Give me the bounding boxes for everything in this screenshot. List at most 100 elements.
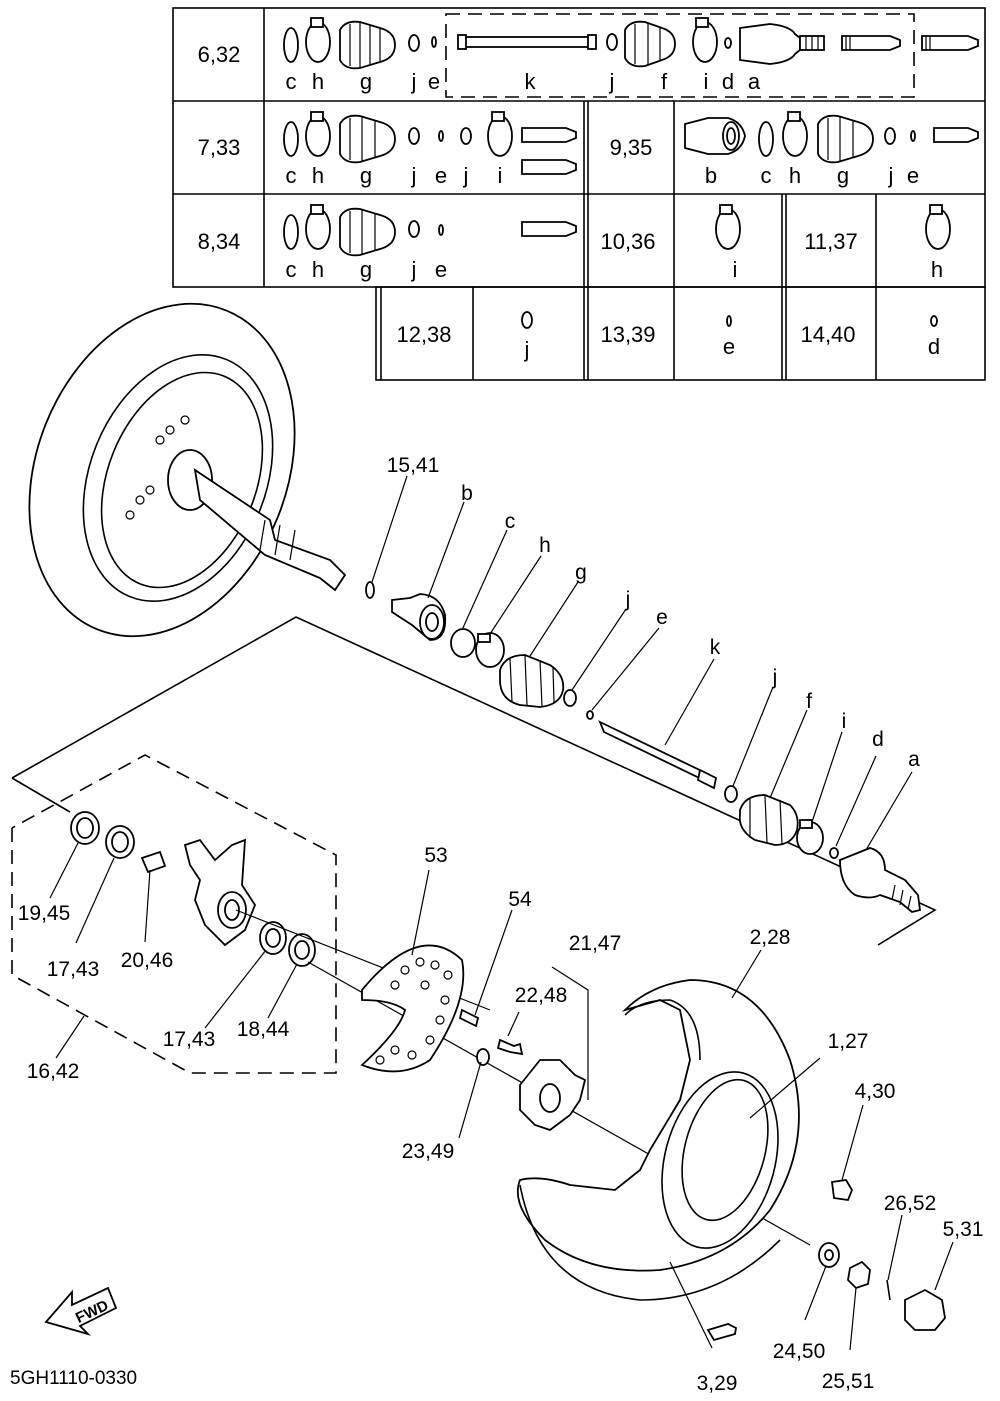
callout-26-52: 26,52 — [884, 1192, 937, 1215]
svg-text:j: j — [411, 163, 417, 188]
svg-text:g: g — [360, 163, 372, 188]
boot-icon — [339, 20, 396, 70]
kit-row2-letters: c h g j e j i b c h g j e — [286, 163, 920, 188]
circlip-icon — [283, 27, 299, 63]
callout-22-48: 22,48 — [515, 984, 568, 1007]
diagram-code: 5GH1110-0330 — [10, 1368, 137, 1389]
rear-wheel-assembly — [28, 302, 347, 638]
svg-text:j: j — [463, 163, 469, 188]
knuckle-group — [11, 754, 337, 1074]
svg-text:c: c — [286, 163, 297, 188]
callout-3-29: 3,29 — [697, 1372, 738, 1395]
callout-b: b — [461, 482, 473, 505]
svg-text:g: g — [360, 257, 372, 282]
callout-17-43a: 17,43 — [47, 958, 100, 981]
callout-20-46: 20,46 — [121, 949, 174, 972]
callout-19-45: 19,45 — [18, 902, 71, 925]
callout-16-42: 16,42 — [27, 1060, 80, 1083]
callout-i: i — [842, 710, 847, 733]
svg-text:d: d — [722, 69, 734, 94]
kit-row1-parts — [283, 17, 979, 70]
callout-f: f — [806, 690, 812, 713]
svg-text:b: b — [705, 163, 717, 188]
svg-text:g: g — [360, 69, 372, 94]
callout-21-47: 21,47 — [569, 932, 622, 955]
callout-5-31: 5,31 — [943, 1218, 984, 1241]
kit-row1-refs: 6,32 — [198, 42, 241, 67]
svg-text:i: i — [704, 69, 709, 94]
callout-23-49: 23,49 — [402, 1140, 455, 1163]
svg-text:e: e — [435, 257, 447, 282]
callout-15-41: 15,41 — [387, 454, 440, 477]
kit-table: 6,32 7,33 9,35 8,34 10,36 11,37 12,38 13… — [172, 7, 986, 381]
callout-18-44: 18,44 — [237, 1018, 290, 1041]
svg-text:a: a — [748, 69, 761, 94]
kit-row1-letters: c h g j e k j f i d a — [286, 69, 761, 94]
callout-53: 53 — [424, 844, 447, 867]
callout-a: a — [908, 748, 920, 771]
callout-17-43b: 17,43 — [163, 1028, 216, 1051]
grease-tube-icon — [921, 35, 979, 51]
callout-24-50: 24,50 — [773, 1340, 826, 1363]
svg-text:h: h — [312, 69, 324, 94]
kit-row3-extra1-refs: 10,36 — [600, 229, 655, 254]
callout-j: j — [625, 588, 631, 611]
kit-row4-letters: j e d — [524, 334, 941, 362]
small-band-icon — [408, 34, 420, 52]
drive-shaft-exploded — [11, 581, 937, 946]
fwd-arrow-icon: FWD — [44, 1286, 118, 1336]
kit-row3-refs: 8,34 — [198, 229, 241, 254]
svg-text:c: c — [286, 257, 297, 282]
svg-text:f: f — [661, 69, 668, 94]
kit-row4-extra1-refs: 12,38 — [396, 322, 451, 347]
svg-text:j: j — [411, 69, 417, 94]
kit-row3-parts — [283, 204, 951, 257]
svg-text:k: k — [525, 69, 537, 94]
band-icon — [305, 21, 331, 63]
outer-joint-icon — [739, 23, 801, 65]
callout-labels: 15,41 b c h g j e k j f i d a 53 54 21,4… — [18, 454, 984, 1395]
kit-row3-extra2-refs: 11,37 — [804, 229, 857, 254]
svg-text:j: j — [411, 257, 417, 282]
shaft-icon — [461, 36, 593, 48]
callout-54: 54 — [508, 888, 532, 911]
kit-row4-extra3-refs: 14,40 — [800, 322, 855, 347]
kit-row2-parts — [283, 111, 979, 175]
callout-2-28: 2,28 — [750, 926, 791, 949]
leader-lines — [49, 475, 954, 1351]
callout-k: k — [710, 636, 721, 659]
callout-h: h — [539, 534, 551, 557]
callout-25-51: 25,51 — [822, 1370, 875, 1393]
callout-j2: j — [772, 666, 778, 689]
clip-icon — [431, 36, 437, 48]
callout-1-27: 1,27 — [828, 1030, 869, 1053]
callout-e: e — [656, 606, 668, 629]
svg-text:j: j — [609, 69, 615, 94]
kit-row2-right-refs: 9,35 — [610, 135, 653, 160]
kit-row4-parts — [521, 311, 938, 329]
svg-text:h: h — [312, 163, 324, 188]
kit-row3-letters: c h g j e i h — [286, 257, 944, 282]
callout-d: d — [872, 728, 884, 751]
callout-4-30: 4,30 — [855, 1080, 896, 1103]
front-wheel — [516, 979, 800, 1301]
callout-c: c — [505, 510, 516, 533]
grease-tube-icon — [841, 35, 901, 51]
brake-disc — [360, 944, 465, 1073]
svg-text:e: e — [907, 163, 919, 188]
svg-text:j: j — [888, 163, 894, 188]
svg-text:c: c — [761, 163, 772, 188]
svg-text:c: c — [286, 69, 297, 94]
svg-text:h: h — [931, 257, 943, 282]
svg-text:h: h — [789, 163, 801, 188]
svg-text:i: i — [498, 163, 503, 188]
callout-g: g — [575, 561, 587, 584]
svg-text:i: i — [733, 257, 738, 282]
kit-row4-extra2-refs: 13,39 — [600, 322, 655, 347]
svg-text:e: e — [723, 334, 735, 359]
svg-text:e: e — [428, 69, 440, 94]
svg-text:h: h — [312, 257, 324, 282]
svg-text:j: j — [524, 337, 530, 362]
svg-text:g: g — [837, 163, 849, 188]
